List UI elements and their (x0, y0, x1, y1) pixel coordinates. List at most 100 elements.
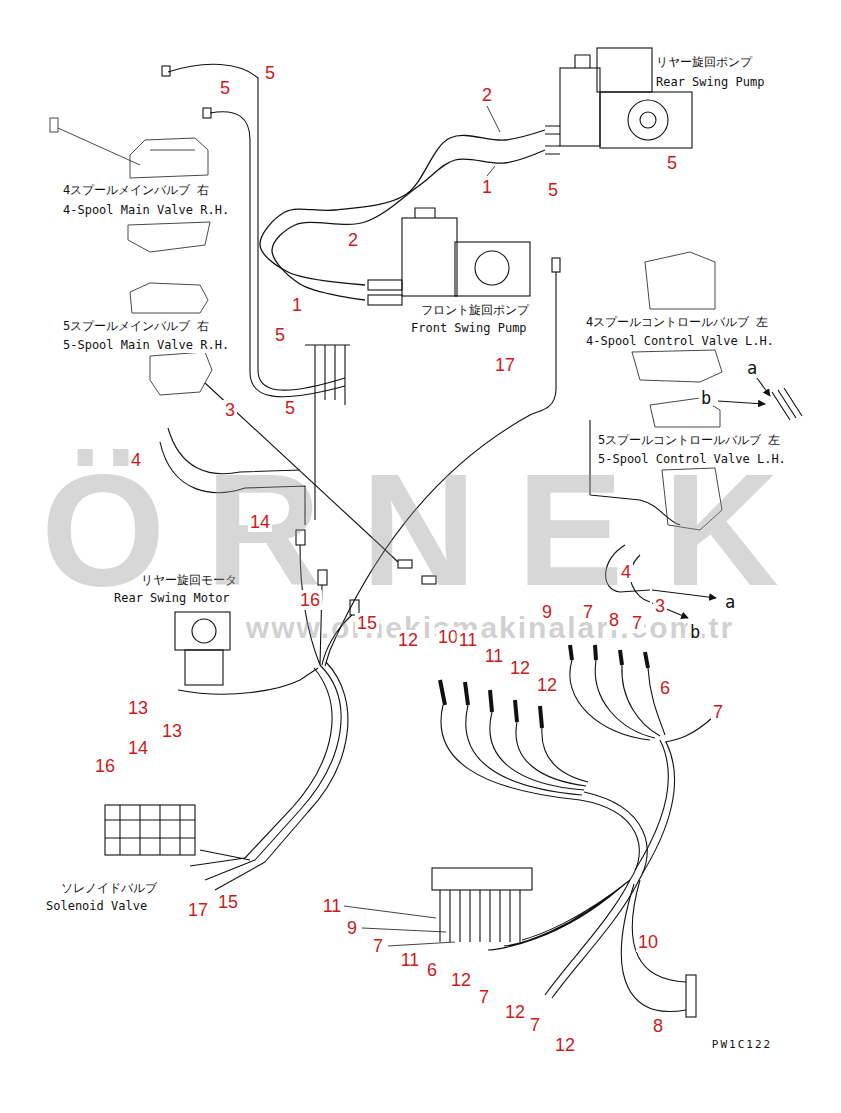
component-label: 5-Spool Main Valve R.H. (62, 337, 230, 353)
leader-line (58, 128, 140, 165)
callout-number: 3 (223, 400, 237, 420)
callout-number: 16 (298, 590, 322, 610)
component-label: 4スプールコントロールバルブ 左 (585, 314, 769, 330)
callout-number: 9 (345, 918, 359, 938)
component-group: 5スプールメインバルブ 右 5-Spool Main Valve R.H. (55, 280, 270, 400)
callout-number: 17 (493, 355, 517, 375)
motor-flange (192, 619, 216, 643)
component-label: 4-Spool Main Valve R.H. (62, 202, 230, 218)
reference-arrow (757, 378, 770, 396)
component-label: 4スプールメインバルブ 右 (62, 182, 210, 198)
motor-body (185, 650, 223, 685)
component-label: ソレノイドバルブ (60, 880, 158, 896)
leader-line (344, 906, 455, 946)
callout-number: 11 (457, 630, 480, 650)
callout-number: 8 (651, 1016, 665, 1036)
component-label: Rear Swing Pump (655, 74, 765, 90)
valve-outline (128, 222, 210, 252)
callout-number: 7 (371, 936, 385, 956)
callout-number: 13 (126, 698, 150, 718)
component-label: フロント旋回ポンプ (420, 302, 530, 318)
callout-number: 5 (273, 325, 287, 345)
callout-number: 10 (636, 932, 660, 952)
callout-number: 6 (658, 678, 672, 698)
component-group: フロント旋回ポンプ Front Swing Pump (365, 205, 550, 340)
hose-fitting (545, 126, 560, 154)
callout-number: 11 (399, 950, 422, 970)
component-label: 5スプールメインバルブ 右 (62, 318, 210, 334)
callout-number: 9 (540, 602, 554, 622)
callout-number: 5 (546, 180, 560, 200)
pump-flange (628, 100, 668, 140)
solenoid-valve-detail (105, 805, 195, 855)
hose-fitting (440, 680, 542, 728)
callout-number: 7 (581, 602, 595, 622)
callout-number: 12 (503, 1002, 527, 1022)
callout-number: 15 (355, 613, 379, 633)
callout-number: 12 (449, 970, 473, 990)
reference-arrow (718, 401, 765, 404)
component-group: リヤー旋回ポンプRear Swing Pump (545, 35, 775, 170)
callout-number: 5 (218, 78, 232, 98)
manifold-fitting (440, 890, 520, 942)
component-label: Front Swing Pump (410, 320, 528, 336)
callout-number: 1 (480, 177, 494, 197)
hose (190, 850, 265, 890)
pipe-bundle (772, 388, 802, 420)
reference-letter: a (745, 358, 759, 378)
hose-bundle (545, 792, 647, 998)
callout-number: 5 (283, 398, 297, 418)
callout-number: 6 (425, 960, 439, 980)
hose-connector (272, 150, 545, 300)
valve-outline (632, 350, 722, 382)
pump-body (600, 92, 692, 148)
callout-number: 13 (160, 721, 184, 741)
hose-bundle (245, 662, 348, 862)
hose-fitting (368, 295, 402, 305)
pump-flange (475, 251, 509, 285)
hose-fitting (368, 280, 402, 290)
pump-body (560, 68, 600, 146)
hose (570, 660, 712, 742)
reference-letter: b (688, 622, 702, 642)
hose-fitting (570, 645, 648, 668)
callout-number: 12 (535, 675, 559, 695)
component-group: 4スプールコントロールバルブ 左 4-Spool Control Valve L.… (575, 245, 805, 385)
callout-number: 7 (528, 1015, 542, 1035)
hose-bundle (635, 740, 675, 874)
hose-fitting (552, 258, 560, 272)
callout-number: 17 (186, 900, 210, 920)
valve-outline (645, 252, 715, 309)
valve-outline (150, 352, 212, 395)
callout-number: 8 (607, 610, 621, 630)
component-label: 5スプールコントロールバルブ 左 (597, 432, 781, 448)
reference-letter: a (723, 592, 737, 612)
manifold-block (432, 868, 532, 890)
hose (621, 880, 686, 1011)
hose-fitting (162, 66, 170, 76)
callout-number: 5 (263, 63, 277, 83)
bolt (50, 118, 58, 132)
callout-number: 3 (653, 596, 667, 616)
pump-body (402, 218, 457, 296)
callout-number: 14 (126, 738, 150, 758)
callout-number: 11 (483, 646, 506, 666)
pump-port (575, 55, 590, 68)
valve-outline (130, 283, 208, 313)
callout-number: 7 (630, 613, 644, 633)
callout-number: 4 (129, 450, 143, 470)
component-label: 4-Spool Control Valve L.H. (585, 333, 775, 349)
manifold-block (686, 975, 696, 1017)
component-label: Solenoid Valve (45, 898, 148, 914)
callout-number: 15 (216, 892, 240, 912)
pump-shaft (640, 112, 656, 128)
pump-port (415, 208, 435, 218)
pumps (368, 48, 692, 305)
callout-number: 14 (248, 512, 272, 532)
pump-body (455, 242, 530, 296)
leader-line (487, 106, 500, 176)
callout-number: 7 (477, 987, 491, 1007)
callout-number: 2 (346, 230, 360, 250)
component-group: 4スプールメインバルブ 右 4-Spool Main Valve R.H. (55, 115, 270, 255)
